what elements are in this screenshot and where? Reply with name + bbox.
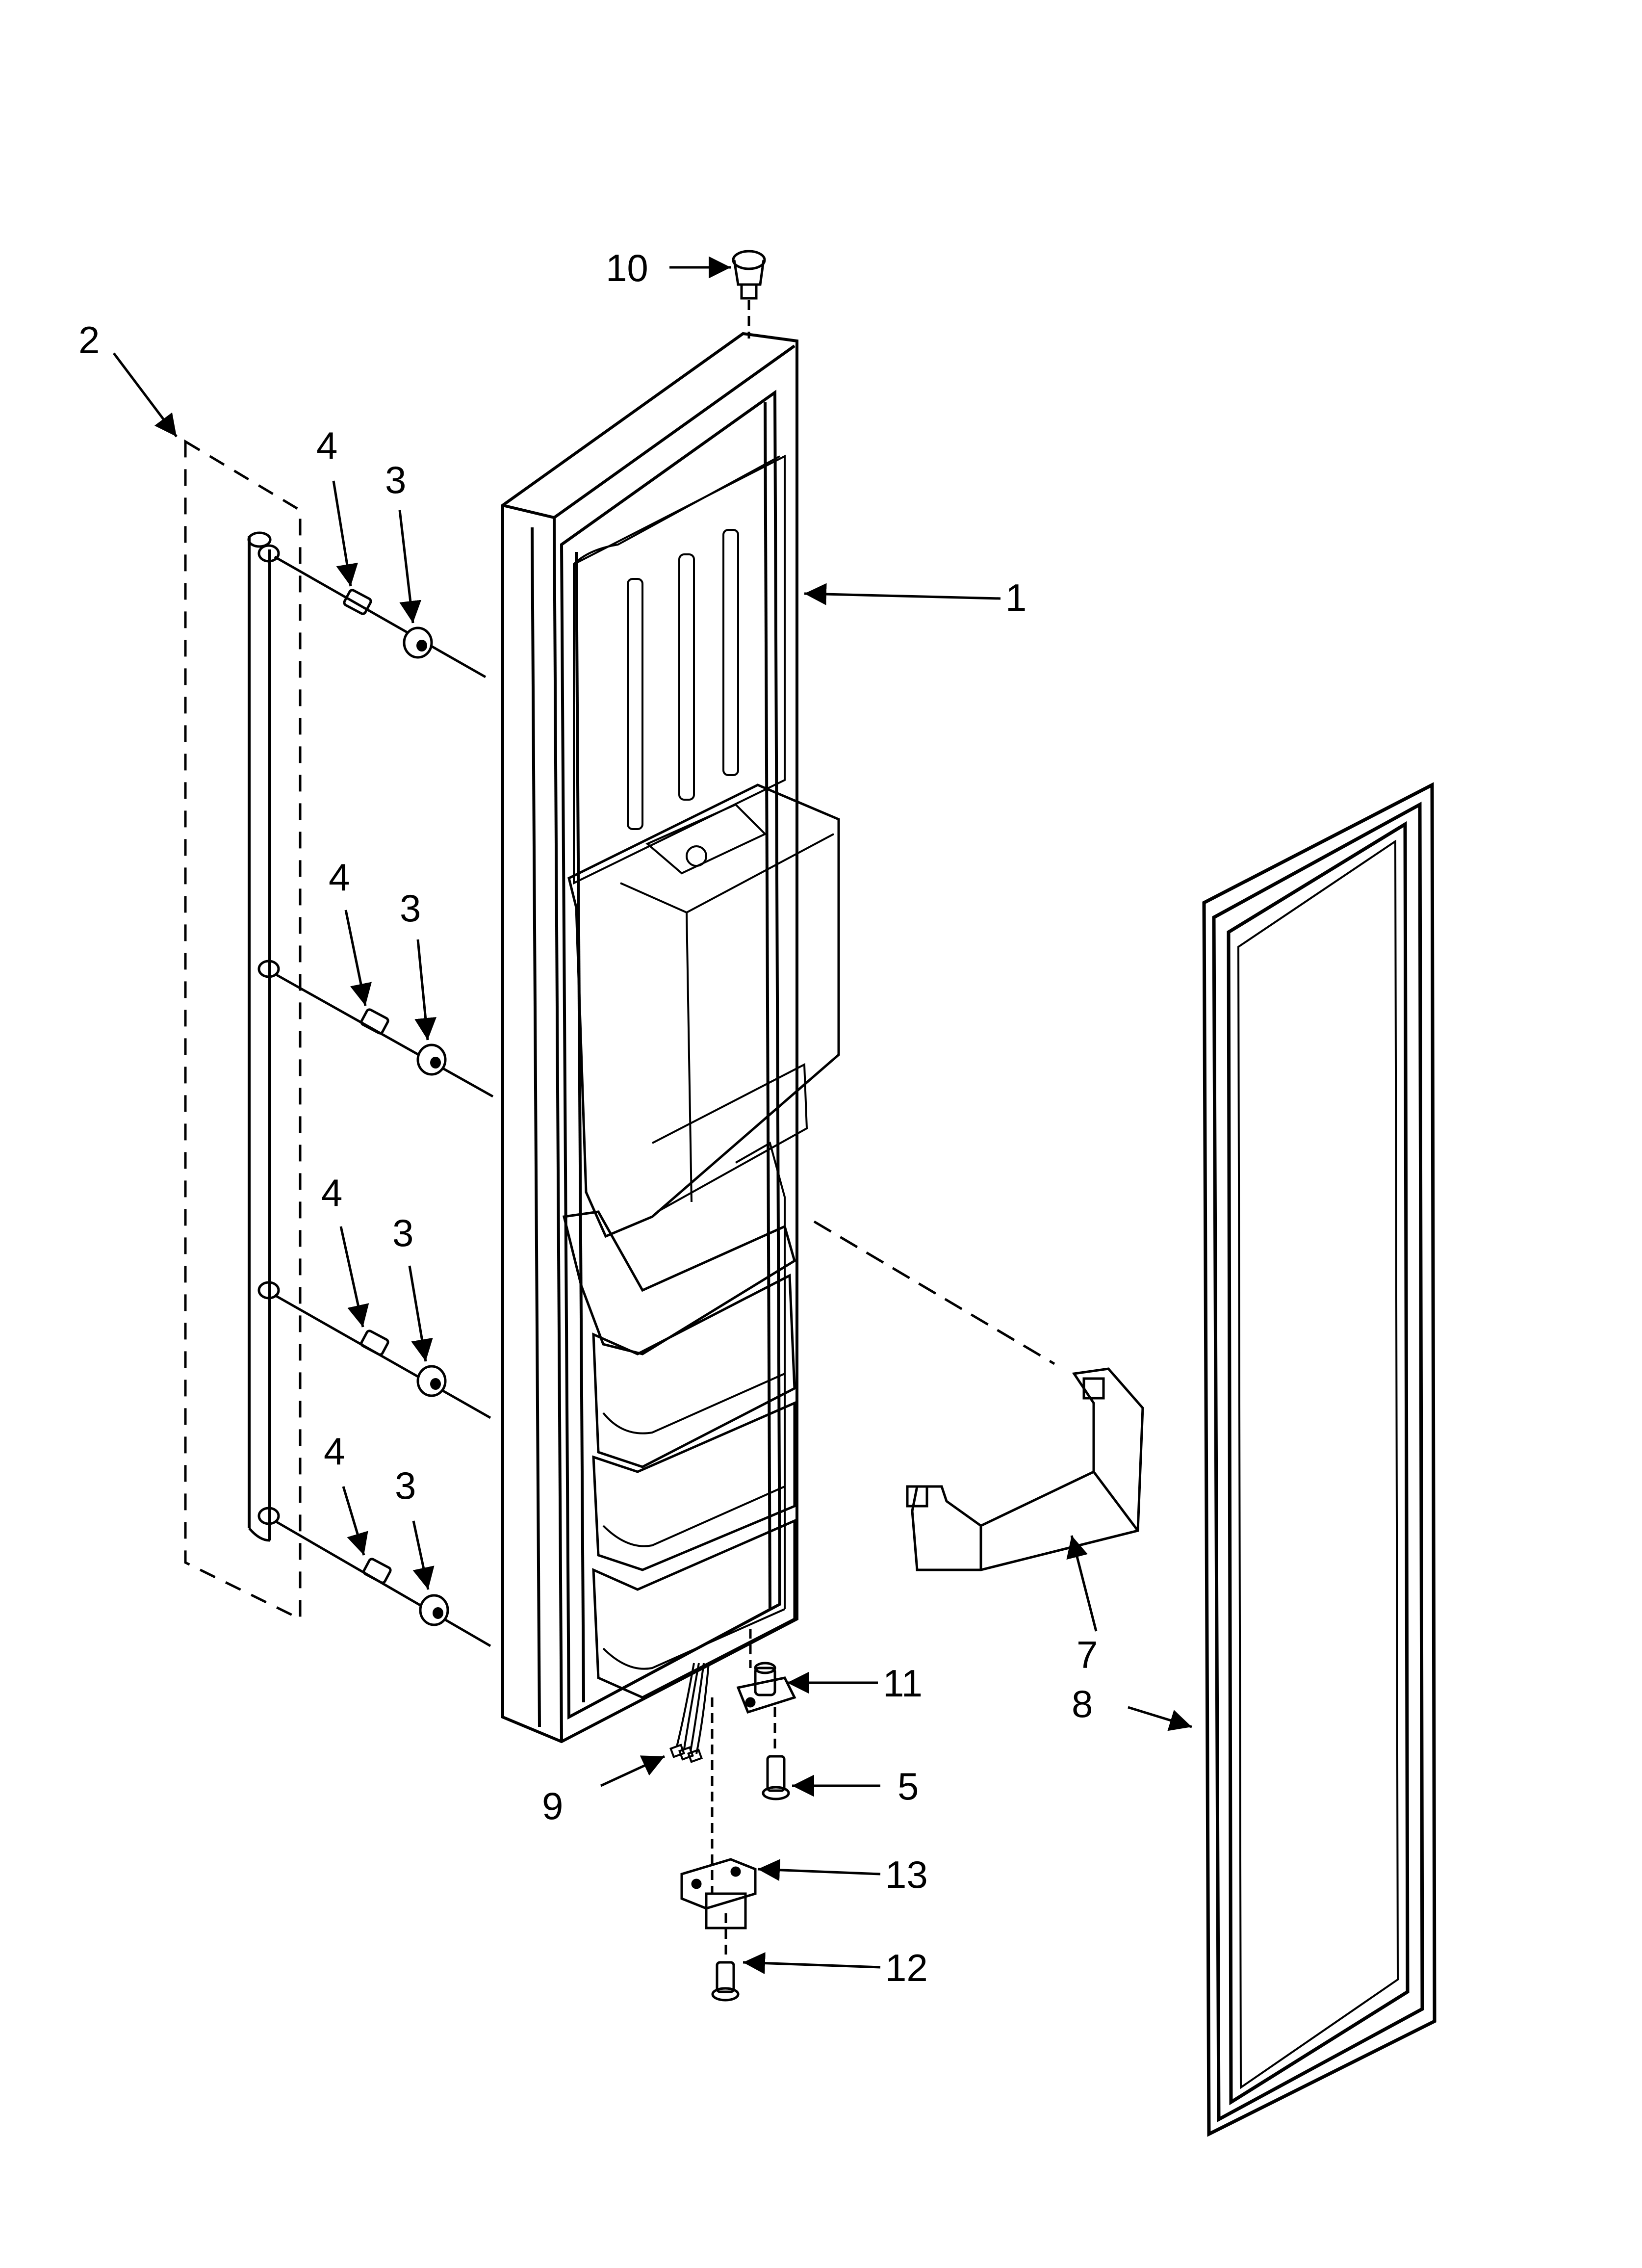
callout-3a: 3 [385,458,406,501]
callout-3c: 3 [392,1211,413,1254]
callout-7: 7 [1077,1633,1098,1676]
handle-assembly [184,439,302,1621]
callout-13: 13 [885,1853,928,1896]
callout-5: 5 [898,1765,919,1808]
handle-mount-lines [274,555,494,1647]
callout-labels: 10 2 1 4 3 4 3 4 3 4 3 11 5 13 12 9 7 8 [78,246,1098,1989]
callout-4d: 4 [324,1430,345,1473]
callout-2: 2 [78,318,100,362]
screw-part-4 [343,589,392,1584]
callout-9: 9 [542,1784,563,1827]
wire-harness-part-9 [669,1663,710,1763]
spacer-part-3 [403,626,449,1626]
callout-8: 8 [1072,1682,1093,1725]
hinge-pin-part-10 [732,250,766,339]
callout-3d: 3 [395,1464,416,1507]
callout-3b: 3 [400,886,421,930]
freezer-door [501,332,840,1744]
callout-4a: 4 [316,424,337,467]
callout-10: 10 [606,246,648,289]
handle-dashed-outline [184,439,302,1621]
door-gasket-part-8 [1202,782,1437,2137]
callout-12: 12 [885,1946,928,1989]
callout-4c: 4 [321,1171,342,1214]
callout-11: 11 [883,1662,923,1705]
callout-1: 1 [1005,576,1026,619]
hinge-parts [680,1629,796,2002]
callout-4b: 4 [329,856,350,899]
leader-lines [113,256,1192,1975]
door-bin-part-7 [813,1220,1144,1571]
